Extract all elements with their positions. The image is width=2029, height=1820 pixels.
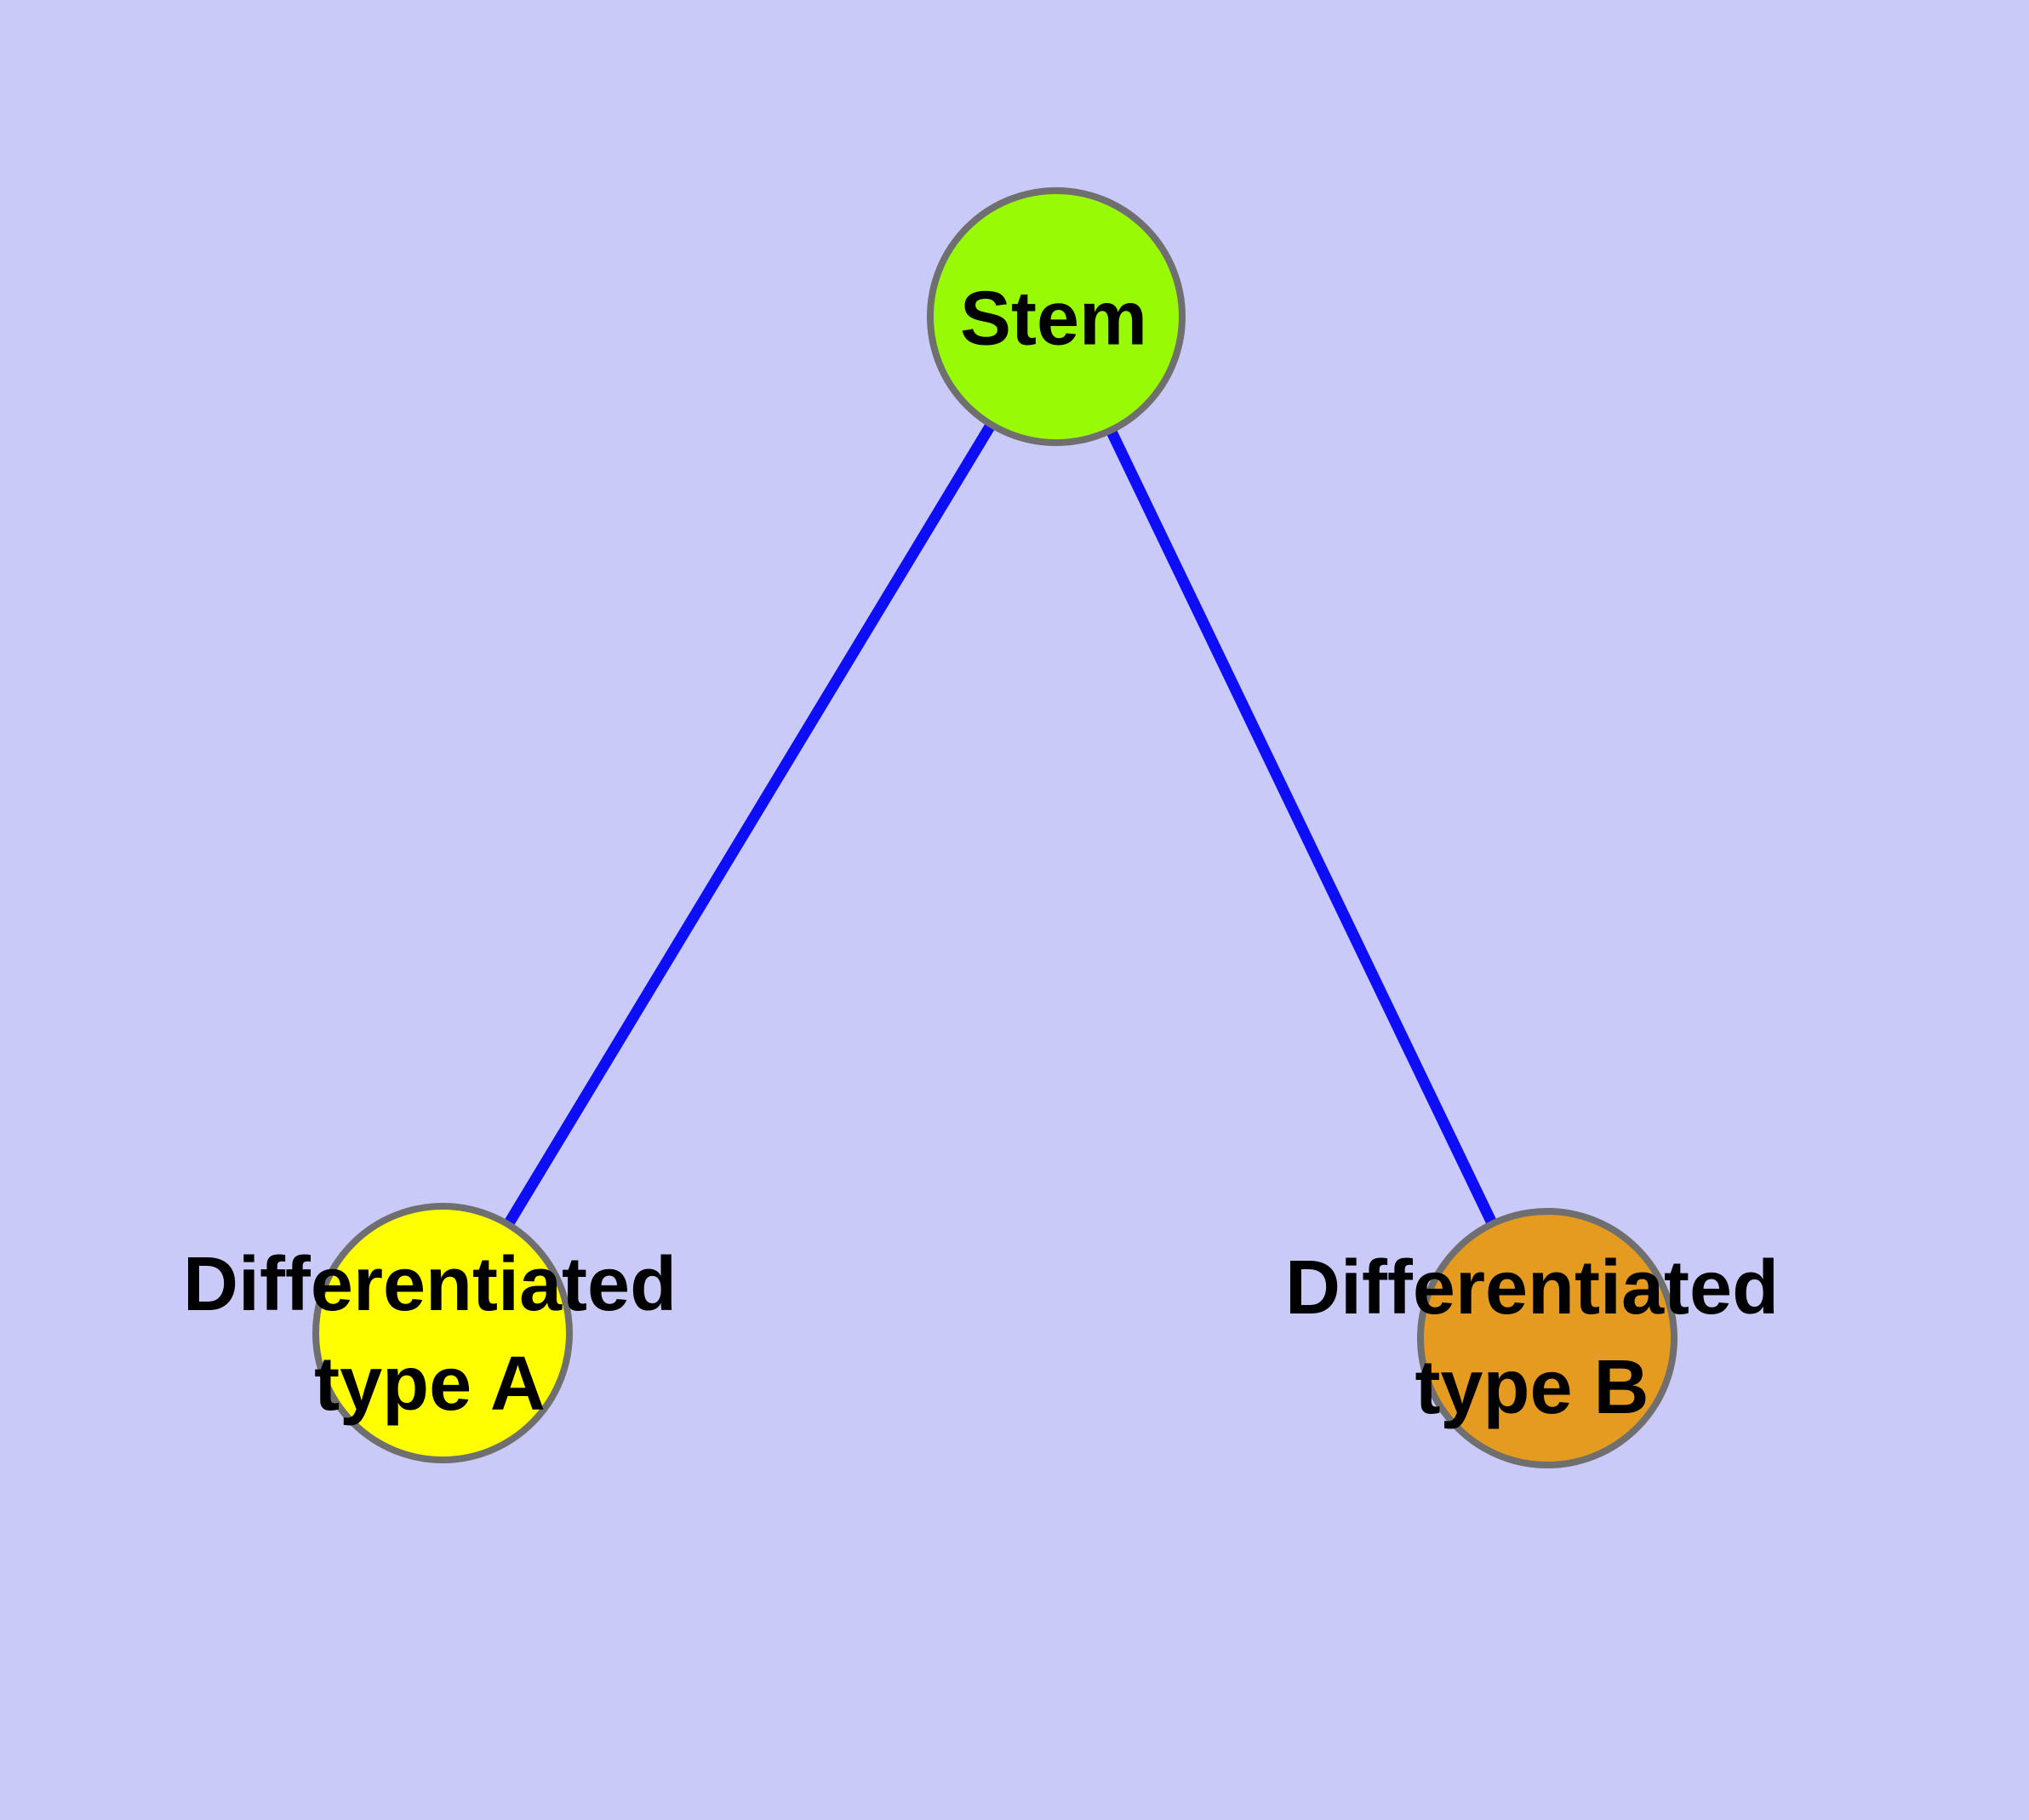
edge-stem-to-type-b xyxy=(1051,314,1552,1341)
node-type-b-label-line1: Differentiated xyxy=(1284,1245,1780,1331)
node-type-a-label-line1: Differentiated xyxy=(182,1242,677,1327)
node-type-b-label-line2: type B xyxy=(1415,1345,1649,1430)
node-stem-circle xyxy=(927,187,1186,446)
node-type-a-label: Differentiated type A xyxy=(183,1235,677,1434)
node-stem-label: Stem xyxy=(959,276,1148,362)
edge-stem-to-type-a xyxy=(437,313,1061,1336)
node-type-b-label: Differentiated type B xyxy=(1285,1239,1779,1438)
node-type-a-label-line2: type A xyxy=(314,1342,546,1427)
node-type-b-circle xyxy=(1417,1208,1677,1468)
node-type-a-circle xyxy=(312,1203,573,1463)
